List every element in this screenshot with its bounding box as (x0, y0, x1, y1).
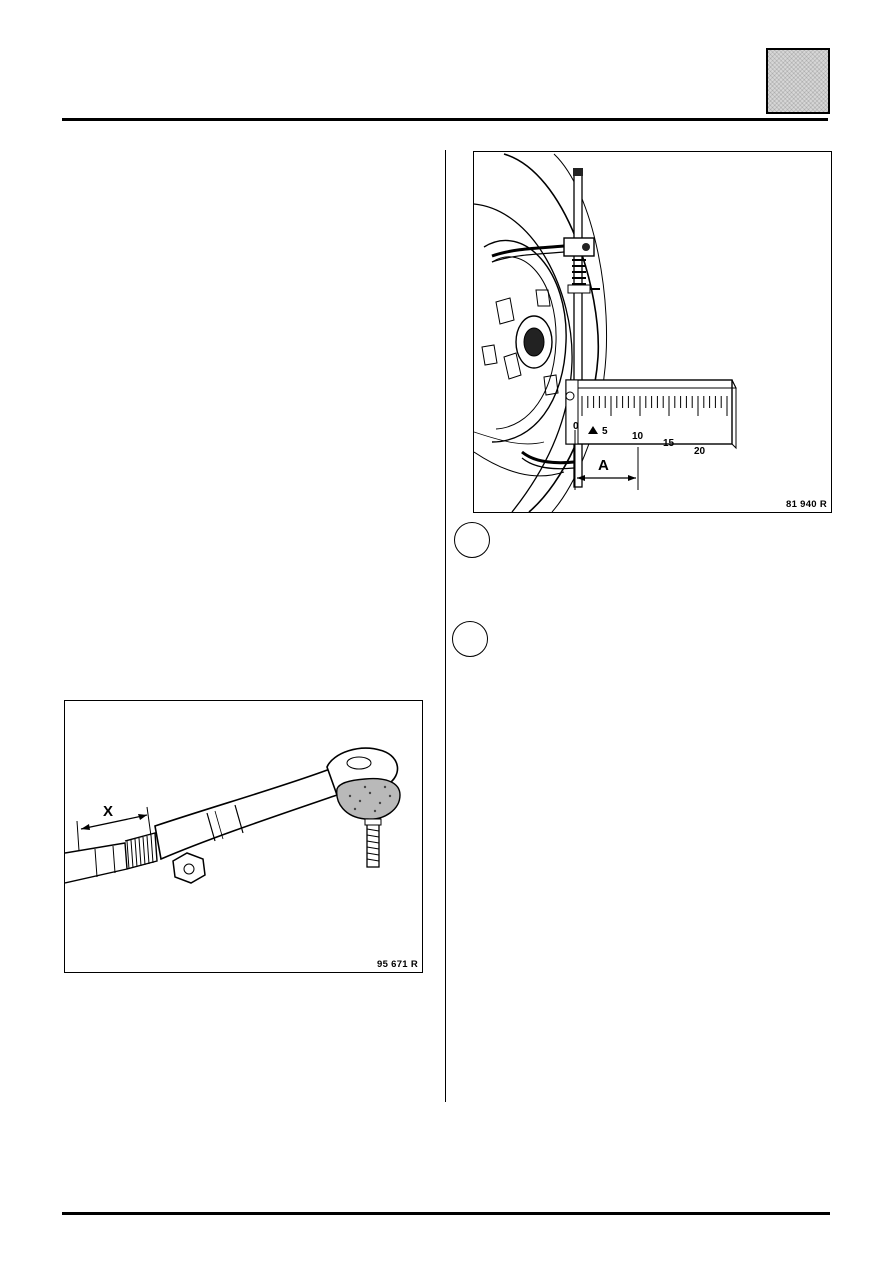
figure-wheel-gauge: 0 5 10 15 20 A 81 940 R (473, 151, 832, 513)
column-divider (445, 150, 446, 1102)
dimension-label-a: A (598, 457, 609, 474)
scale-label-10: 10 (632, 431, 644, 442)
figure-reference-wheel: 81 940 R (786, 499, 827, 510)
dimension-label-x: X (103, 803, 113, 820)
figure-tie-rod: X 95 671 R (64, 700, 423, 973)
tie-rod-illustration: X (65, 747, 401, 884)
figure-reference-rod: 95 671 R (377, 959, 418, 970)
section-tab (766, 48, 830, 114)
scale-label-15: 15 (663, 438, 675, 449)
header-rule (62, 118, 828, 121)
footer-rule (62, 1212, 830, 1215)
scale-label-0: 0 (573, 421, 579, 432)
scale-label-20: 20 (694, 446, 706, 457)
scale-label-5: 5 (602, 426, 608, 437)
circle-marker-2 (452, 621, 488, 657)
circle-marker-1 (454, 522, 490, 558)
wheel-gauge-illustration: 0 5 10 15 20 A (474, 153, 737, 512)
